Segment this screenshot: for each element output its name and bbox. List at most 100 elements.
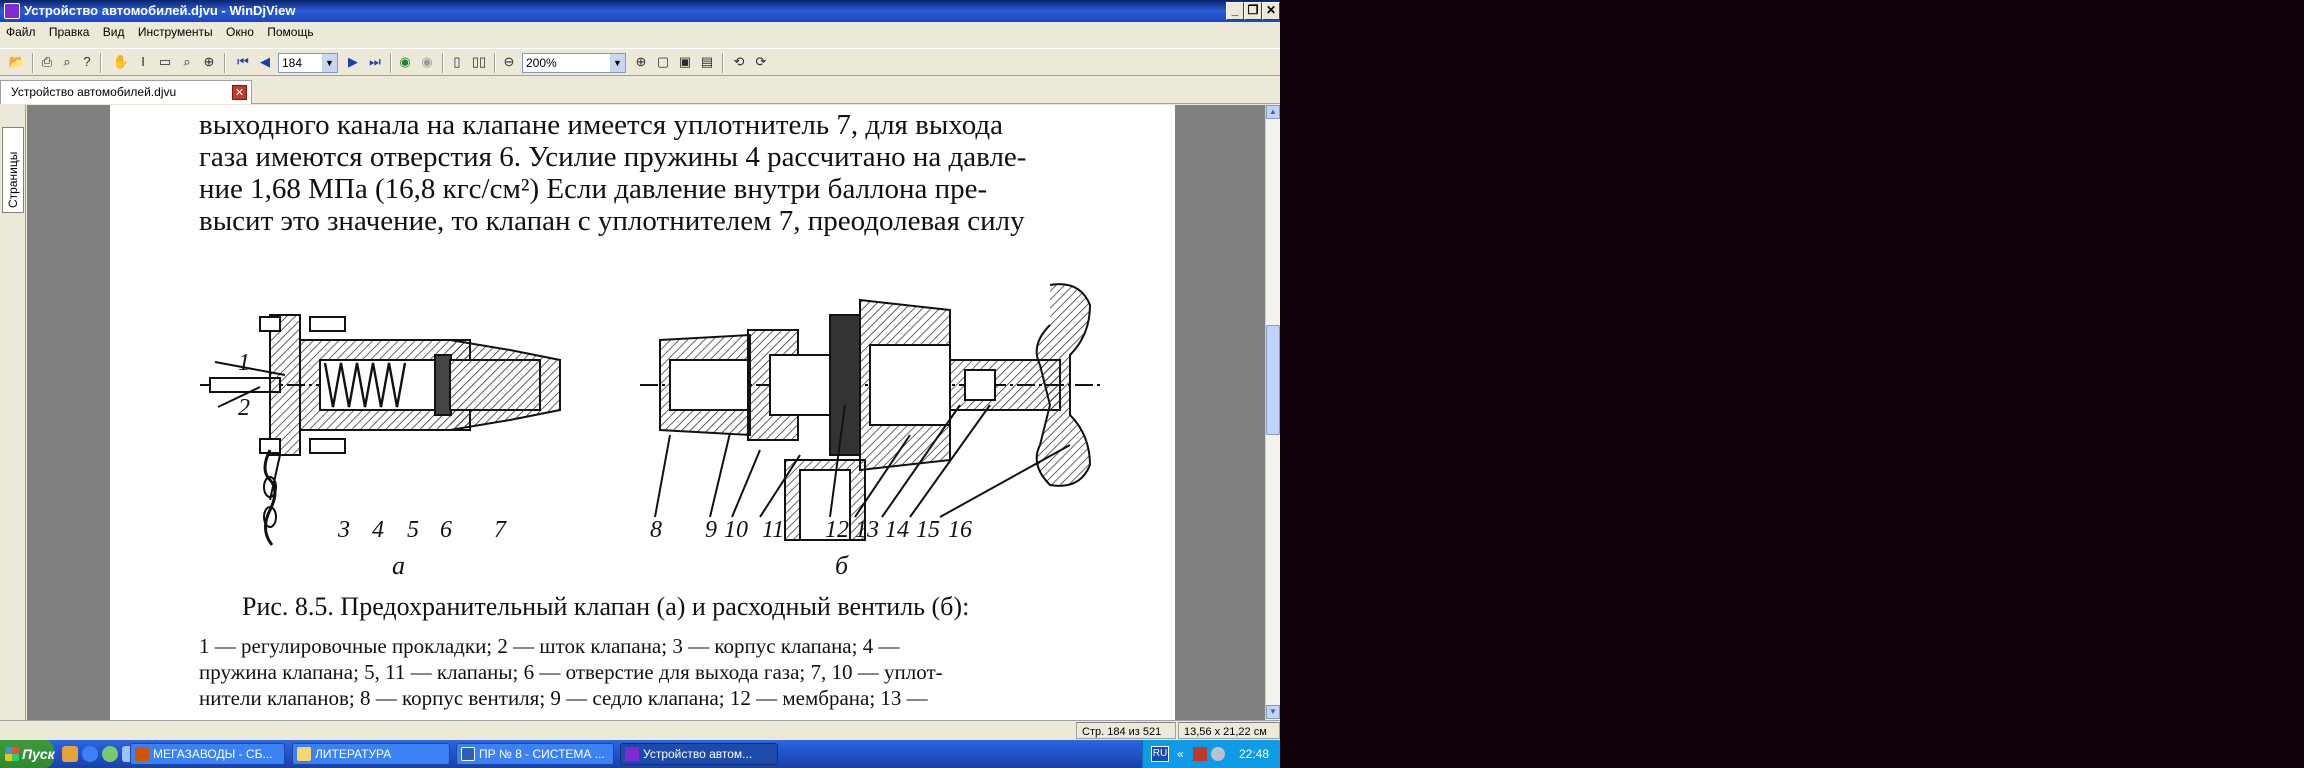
text-line: высит это значение, то клапан с уплотнит… <box>199 205 1025 237</box>
chevron-down-icon[interactable]: ▼ <box>610 54 625 72</box>
figure-label-7: 7 <box>494 517 506 543</box>
safety-valve-drawing <box>200 314 561 546</box>
legend-line: 1 — регулировочные прокладки; 2 — шток к… <box>199 634 900 658</box>
print-icon[interactable]: ⎙ <box>41 54 53 69</box>
scroll-up-icon[interactable]: ▲ <box>1266 105 1280 119</box>
zoom-out-icon[interactable]: ⊖ <box>503 54 515 69</box>
document-viewport[interactable]: выходного канала на клапане имеется упло… <box>27 105 1265 720</box>
start-label: Пуск <box>22 746 55 762</box>
minimize-button[interactable]: _ <box>1226 2 1244 20</box>
find-icon[interactable]: ⌕ <box>63 54 71 69</box>
word-icon <box>461 747 475 761</box>
hand-tool-icon[interactable]: ✋ <box>112 54 130 69</box>
rect-select-icon[interactable]: ▭ <box>158 54 172 69</box>
scroll-down-icon[interactable]: ▼ <box>1266 705 1280 719</box>
select-tool-icon[interactable]: I <box>141 54 145 69</box>
figure-subcaption-a: а <box>392 551 405 580</box>
taskbar-item-active[interactable]: Устройство автом... <box>620 743 778 765</box>
menu-tools[interactable]: Инструменты <box>137 25 213 39</box>
close-button[interactable]: ✕ <box>1262 2 1280 20</box>
forward-icon[interactable]: ◉ <box>421 54 433 69</box>
browser-icon[interactable] <box>82 746 98 762</box>
menu-edit[interactable]: Правка <box>48 25 90 39</box>
single-page-icon[interactable]: ▯ <box>453 54 461 69</box>
rotate-right-icon[interactable]: ⟳ <box>755 54 767 69</box>
app-window: Устройство автомобилей.djvu - WinDjView … <box>0 0 1280 768</box>
zoom-value: 200% <box>526 56 557 70</box>
legend-line: пружина клапана; 5, 11 — клапаны; 6 — от… <box>199 660 943 684</box>
side-panel: Страницы <box>0 105 26 720</box>
open-icon[interactable]: 📂 <box>8 54 26 69</box>
taskbar-item-label: ПР № 8 - СИСТЕМА ... <box>479 747 605 761</box>
fit-page-icon[interactable]: ▢ <box>656 54 670 69</box>
taskbar-item-label: Устройство автом... <box>643 747 753 761</box>
next-page-icon[interactable]: ▶ <box>348 54 358 69</box>
taskbar-item-label: ЛИТЕРАТУРА <box>315 747 392 761</box>
figure-label-8: 8 <box>650 517 662 543</box>
menu-window[interactable]: Окно <box>225 25 254 39</box>
zoom-combo[interactable]: 200% ▼ <box>522 53 626 73</box>
page-number-value: 184 <box>282 56 303 70</box>
zoom-in-icon[interactable]: ⊕ <box>635 54 647 69</box>
taskbar-app-icon <box>135 747 149 761</box>
windjview-icon <box>625 747 639 761</box>
figure-label-13: 13 <box>855 517 879 543</box>
figure-label-3: 3 <box>338 517 350 543</box>
zoom-rect-icon[interactable]: ⊕ <box>203 54 215 69</box>
title-bar[interactable]: Устройство автомобилей.djvu - WinDjView … <box>0 0 1280 22</box>
rotate-left-icon[interactable]: ⟲ <box>733 54 745 69</box>
two-pages-icon[interactable]: ▯▯ <box>471 54 487 69</box>
last-page-icon[interactable]: ⏭ <box>369 54 381 69</box>
tab-document-label: Устройство автомобилей.djvu <box>11 85 177 99</box>
fit-width-icon[interactable]: ▣ <box>678 54 692 69</box>
legend-line: нители клапанов; 8 — корпус вентиля; 9 —… <box>199 686 928 710</box>
taskbar-item[interactable]: МЕГАЗАВОДЫ - СБ... <box>130 743 285 765</box>
language-indicator[interactable]: RU <box>1151 746 1169 762</box>
tab-pages[interactable]: Страницы <box>2 127 24 213</box>
text-line: ние 1,68 МПа (16,8 кгс/см²) Если давлени… <box>199 173 988 205</box>
figure-label-2: 2 <box>238 395 250 421</box>
show-desktop-icon[interactable] <box>62 746 78 762</box>
restore-button[interactable]: ❐ <box>1244 2 1262 20</box>
text-line: выходного канала на клапане имеется упло… <box>199 109 1004 141</box>
volume-icon[interactable] <box>1211 747 1225 761</box>
toolbar: 📂 ⎙ ⌕ ? ✋ I ▭ ⌕ ⊕ ⏮ ◀ 184 ▼ ▶ ⏭ ◉ ◉ ▯ ▯▯… <box>0 48 1280 76</box>
tab-document[interactable]: Устройство автомобилей.djvu ✕ <box>0 80 252 104</box>
taskbar: Пуск МЕГАЗАВОДЫ - СБ... ЛИТЕРАТУРА ПР № … <box>0 740 1280 768</box>
help-icon[interactable]: ? <box>83 54 91 69</box>
taskbar-item-label: МЕГАЗАВОДЫ - СБ... <box>153 747 273 761</box>
media-player-icon[interactable] <box>102 746 118 762</box>
figure-label-16: 16 <box>948 517 972 543</box>
windows-logo-icon <box>5 747 19 761</box>
vertical-scrollbar[interactable]: ▲ ▼ <box>1265 105 1280 720</box>
taskbar-item[interactable]: ПР № 8 - СИСТЕМА ... <box>456 743 614 765</box>
figure-drawing <box>200 283 1100 546</box>
figure-label-9: 9 <box>705 517 717 543</box>
close-tab-icon[interactable]: ✕ <box>232 85 247 100</box>
status-size: 13,56 x 21,22 см <box>1178 722 1280 739</box>
chevron-down-icon[interactable]: ▼ <box>322 54 337 72</box>
tray-expand-icon[interactable]: « <box>1177 747 1184 761</box>
actual-size-icon[interactable]: ▤ <box>700 54 714 69</box>
text-line: газа имеются отверстия 6. Усилие пружины… <box>199 141 1027 173</box>
prev-page-icon[interactable]: ◀ <box>260 54 270 69</box>
figure-subcaption-b: б <box>835 551 849 580</box>
back-icon[interactable]: ◉ <box>399 54 411 69</box>
figure-label-10: 10 <box>724 517 748 543</box>
app-icon[interactable] <box>4 3 20 19</box>
figure-label-5: 5 <box>407 517 419 543</box>
figure-label-6: 6 <box>440 517 452 543</box>
supply-valve-drawing <box>640 283 1100 541</box>
taskbar-item[interactable]: ЛИТЕРАТУРА <box>292 743 450 765</box>
page-number-combo[interactable]: 184 ▼ <box>278 53 338 73</box>
menu-file[interactable]: Файл <box>6 25 36 39</box>
scroll-thumb[interactable] <box>1266 325 1280 435</box>
toolbar-separator <box>722 53 724 73</box>
zoom-icon[interactable]: ⌕ <box>183 54 191 69</box>
figure-label-11: 11 <box>762 517 785 543</box>
start-button[interactable]: Пуск <box>0 740 55 768</box>
antivirus-icon[interactable] <box>1193 747 1207 761</box>
first-page-icon[interactable]: ⏮ <box>237 54 249 69</box>
menu-help[interactable]: Помощь <box>267 25 314 39</box>
menu-view[interactable]: Вид <box>102 25 125 39</box>
